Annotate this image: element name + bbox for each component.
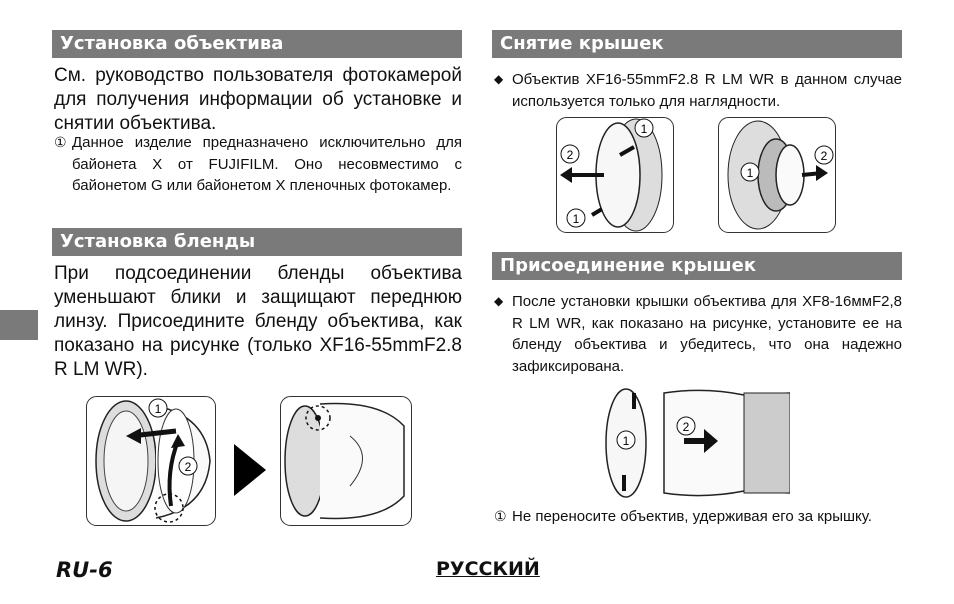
cap-removal-body: ◆ Объектив XF16-55mmF2.8 R LM WR в данно… (494, 69, 902, 112)
cap-attach-illustration: 1 2 (605, 388, 790, 498)
lens-mount-body: См. руководство пользователя фотокамерой… (54, 64, 462, 136)
cap-attach-body-text: После установки крышки объектива для XF8… (512, 293, 902, 375)
lens-mount-body-text: См. руководство пользователя фотокамерой… (54, 65, 462, 134)
hood-mount-body-text: При подсоединении бленды объектива умень… (54, 263, 462, 380)
hood-attached-illustration (280, 396, 412, 526)
play-arrow-icon (234, 444, 266, 496)
step-1-label: 1 (641, 122, 648, 136)
step-1-label: 1 (623, 434, 630, 448)
hood-attach-illustration: 1 2 (86, 396, 216, 526)
heading-lens-mount-text: Установка объектива (60, 33, 284, 54)
step-2-label: 2 (683, 420, 690, 434)
hood-mount-body: При подсоединении бленды объектива умень… (54, 262, 462, 382)
step-2-label: 2 (185, 460, 192, 474)
lens-mount-note: ① Данное изделие предназначено исключите… (54, 132, 462, 197)
heading-hood-mount: Установка бленды (52, 228, 462, 256)
step-2-label: 2 (567, 148, 574, 162)
front-cap-removal-illustration: 1 2 1 (556, 117, 674, 233)
language-label: РУССКИЙ (436, 558, 540, 580)
side-tab-marker (0, 310, 38, 340)
lens-mount-note-text: Данное изделие предназначено исключитель… (72, 134, 462, 194)
step-1-label: 1 (747, 166, 754, 180)
cap-attach-note: ① Не переносите объектив, удерживая его … (494, 506, 902, 528)
caution-icon: ① (54, 134, 67, 150)
heading-hood-mount-text: Установка бленды (60, 231, 256, 252)
step-2-label: 2 (821, 149, 828, 163)
step-1-label: 1 (573, 212, 580, 226)
page-number: RU-6 (56, 558, 113, 582)
heading-cap-attach: Присоединение крышек (492, 252, 902, 280)
heading-cap-removal-text: Снятие крышек (500, 33, 664, 54)
cap-attach-body: ◆ После установки крышки объектива для X… (494, 291, 902, 377)
caution-icon: ① (494, 508, 507, 524)
bullet-icon: ◆ (494, 294, 504, 308)
heading-cap-attach-text: Присоединение крышек (500, 255, 757, 276)
heading-lens-mount: Установка объектива (52, 30, 462, 58)
cap-attach-note-text: Не переносите объектив, удерживая его за… (512, 508, 872, 525)
heading-cap-removal: Снятие крышек (492, 30, 902, 58)
rear-cap-removal-illustration: 1 2 (718, 117, 836, 233)
step-1-label: 1 (155, 402, 162, 416)
bullet-icon: ◆ (494, 72, 504, 86)
cap-removal-body-text: Объектив XF16-55mmF2.8 R LM WR в данном … (512, 71, 902, 110)
